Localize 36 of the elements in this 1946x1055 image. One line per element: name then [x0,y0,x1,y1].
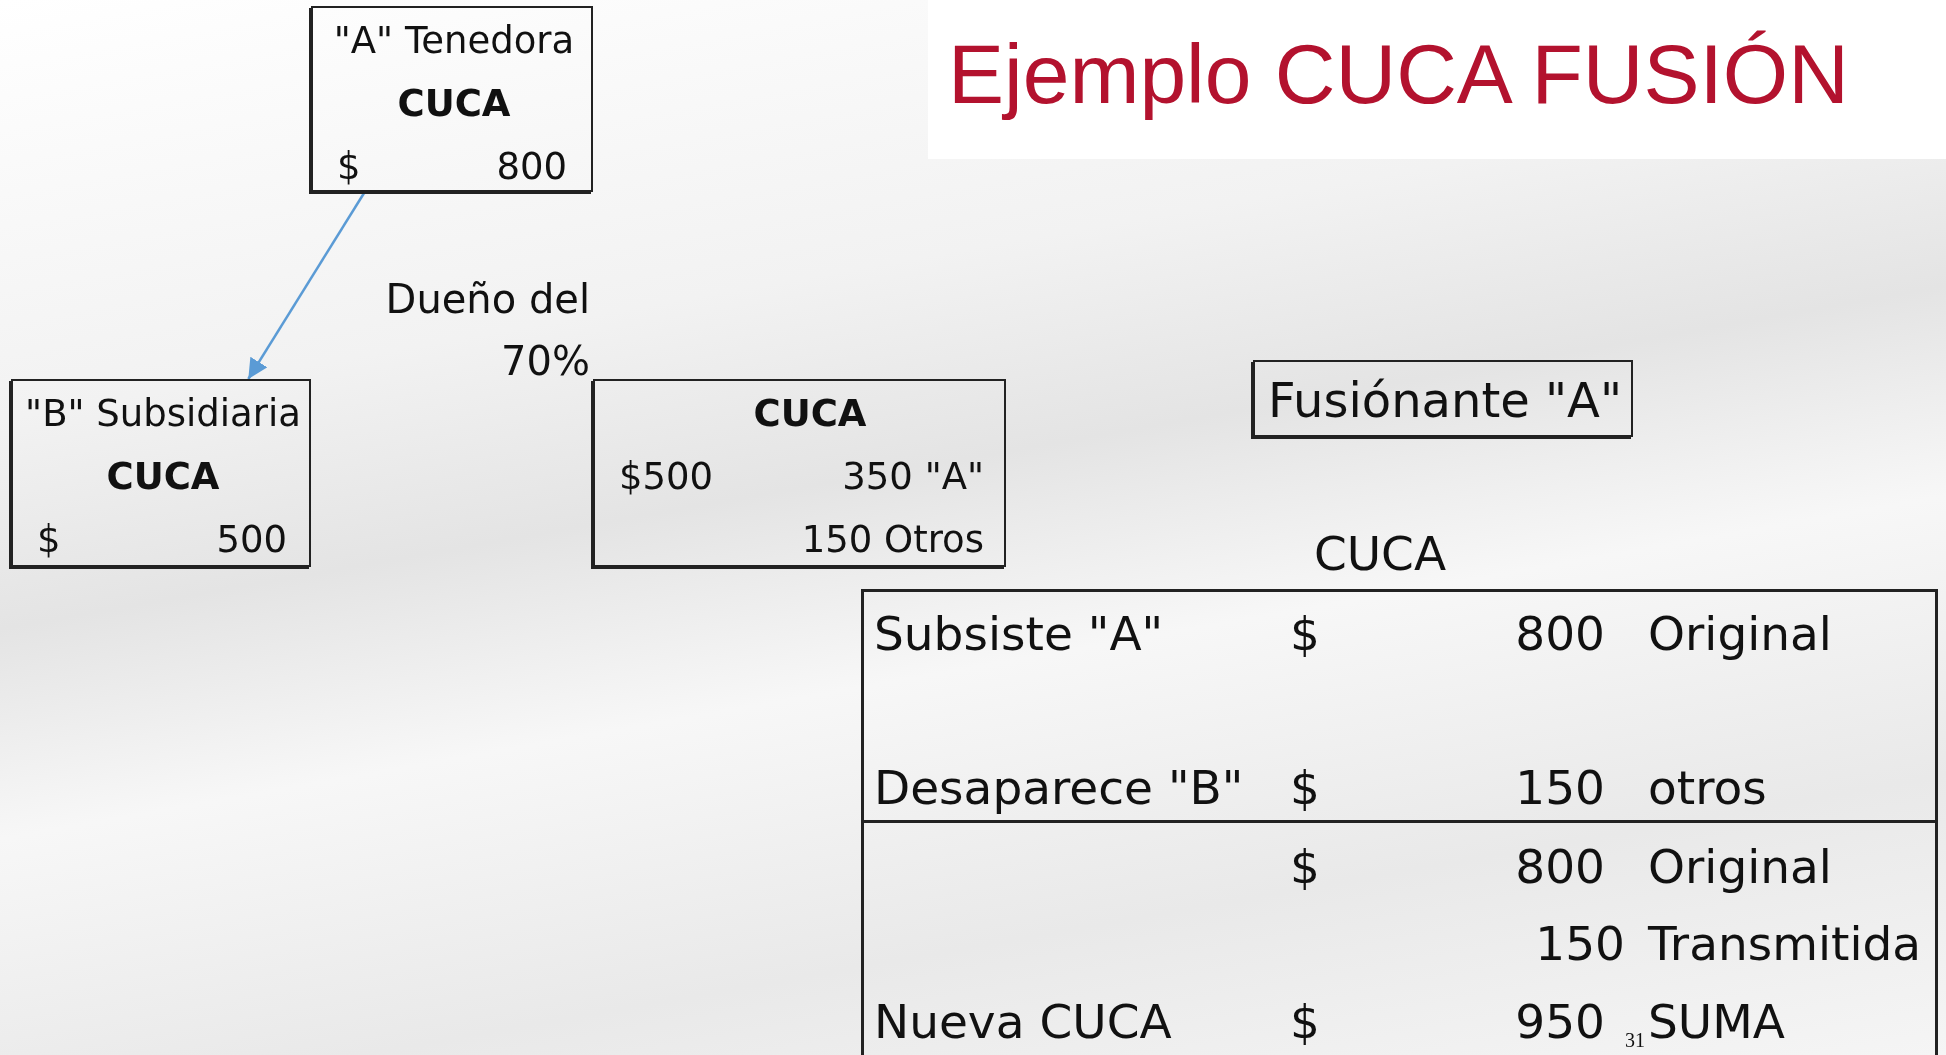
table-cell: SUMA [1648,998,1785,1045]
slide-title: Ejemplo CUCA FUSIÓN [948,28,1849,121]
box-text: 800 [496,148,567,185]
box-text: 350 "A" [842,458,984,495]
box-heading: CUCA [397,85,511,122]
box-text: "A" Tenedora [333,22,575,59]
table-cell: 150 [1535,920,1625,967]
table-cell: $ [1290,843,1320,890]
box-text: Fusiónante "A" [1268,376,1622,424]
box-heading: CUCA [753,395,867,432]
table-cell: 950 [1515,998,1605,1045]
table-heading: CUCA [1313,530,1447,577]
table-cell: otros [1648,764,1767,811]
text-box [311,6,593,192]
table-cell: 150 [1515,764,1605,811]
text-box [593,379,1006,567]
table-cell: $ [1290,610,1320,657]
box-heading: CUCA [106,458,220,495]
box-text: 500 [216,521,287,558]
text-box [11,379,311,567]
box-text: $ [37,521,61,558]
table-cell: Subsiste "A" [874,610,1164,657]
box-text: $500 [619,458,714,495]
page-number: 31 [1625,1030,1645,1050]
table-cell: Transmitida [1648,920,1922,967]
text-box [1253,360,1633,437]
table-cell: Nueva CUCA [874,998,1172,1045]
arrow [247,191,366,380]
box-text: "B" Subsidiaria [25,395,301,432]
edge-label: Dueño del 70% [384,275,590,386]
box-text: $ [337,148,361,185]
table-cell: $ [1290,764,1320,811]
box-text: 150 Otros [801,521,984,558]
table-cell: $ [1290,998,1320,1045]
table-cell: 800 [1515,610,1605,657]
table-cell: 800 [1515,843,1605,890]
